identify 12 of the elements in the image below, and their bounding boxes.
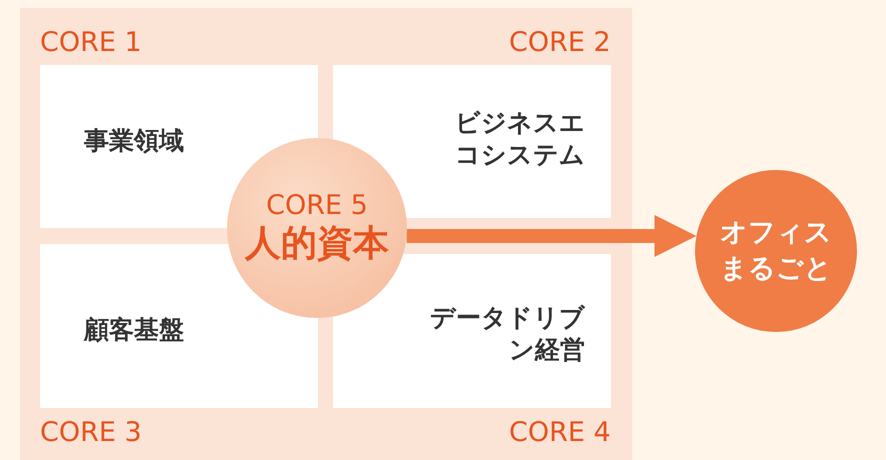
circle-text: オフィスまるごと: [719, 216, 833, 286]
quadrant-text: 事業領域: [84, 125, 184, 157]
core-label: CORE 1: [40, 28, 142, 58]
core-label: CORE 3: [40, 418, 142, 448]
quadrant-text: ビジネスエコシステム: [454, 107, 585, 171]
core-label: CORE 5: [266, 190, 368, 222]
core-label: CORE 4: [509, 418, 611, 448]
circle-title: 人的資本: [245, 222, 389, 266]
quadrant-text: 顧客基盤: [84, 314, 184, 346]
quadrant-text: データドリブン経営: [429, 302, 585, 366]
core-label: CORE 2: [509, 28, 611, 58]
arrow: [406, 215, 696, 257]
